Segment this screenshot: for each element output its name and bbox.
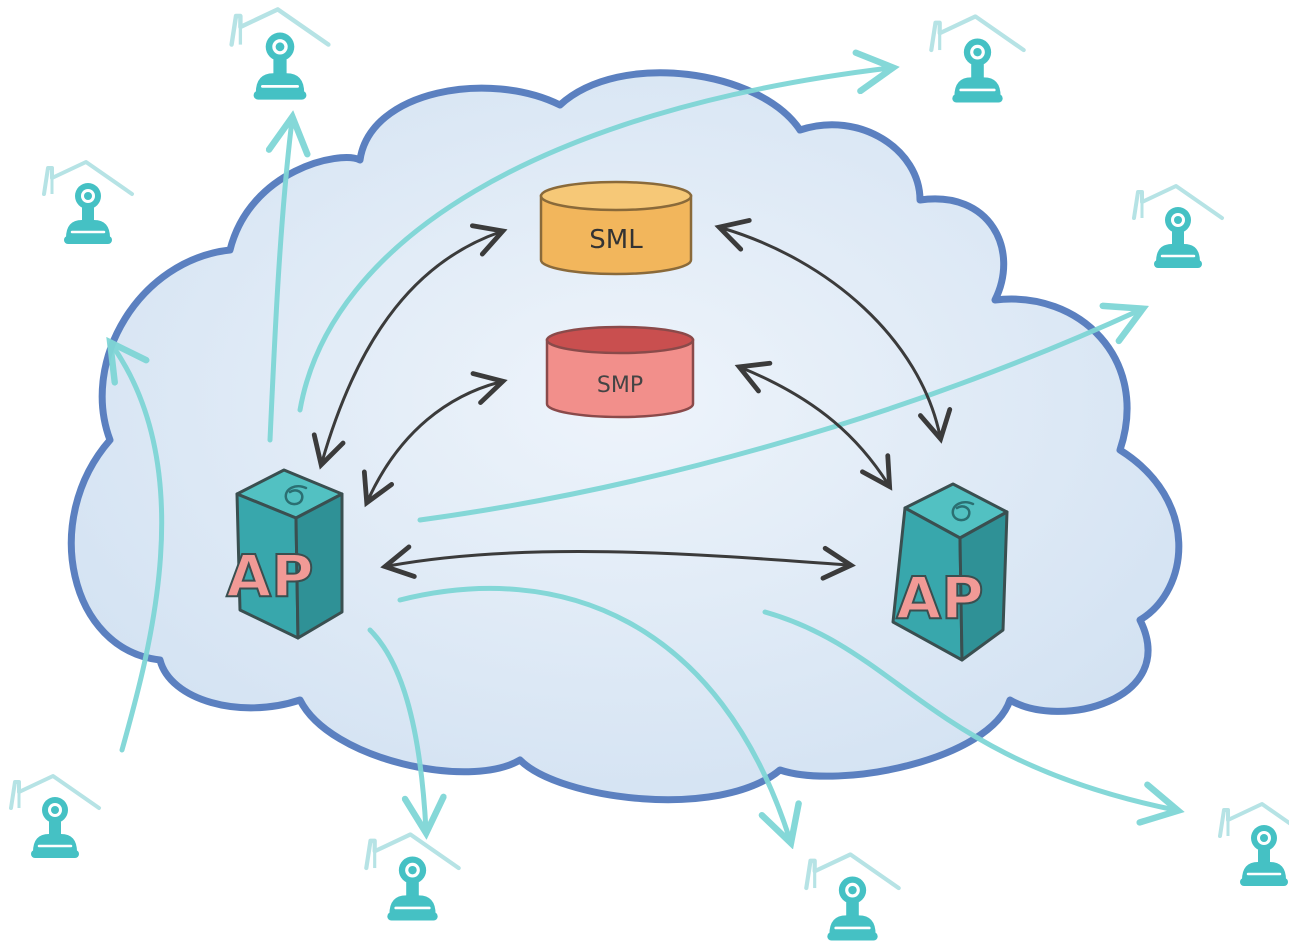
exchange-arrow [311, 223, 508, 470]
database-label: SML [589, 225, 643, 255]
exchange-arrow [361, 371, 508, 508]
house-user-icon [9, 774, 101, 860]
spiral-icon [284, 484, 308, 506]
exchange-arrow [714, 218, 953, 444]
delivery-arrow [112, 345, 165, 753]
delivery-arrow [762, 609, 1175, 810]
house-user-icon [1132, 184, 1224, 270]
house-user-icon [366, 834, 458, 920]
access-point-label: AP [896, 564, 983, 632]
access-point-right: AP [891, 482, 1009, 662]
delivery-arrow [367, 627, 426, 830]
exchange-arrows [311, 218, 953, 581]
spiral-icon [951, 500, 975, 522]
database-label: SMP [597, 373, 643, 398]
exchange-arrow [380, 544, 856, 581]
house-user-icon [931, 16, 1023, 102]
house-user-icon [1218, 802, 1289, 888]
house-user-icon [232, 9, 329, 99]
database-smp: SMP [545, 325, 695, 419]
access-point-left: AP [225, 468, 344, 640]
exchange-arrow [734, 360, 893, 491]
delivery-arrow [270, 120, 292, 443]
database-sml: SML [539, 180, 693, 276]
house-user-icon [42, 160, 134, 246]
access-point-label: AP [226, 542, 313, 610]
delivery-arrow [397, 586, 790, 840]
house-user-icon [806, 854, 898, 940]
